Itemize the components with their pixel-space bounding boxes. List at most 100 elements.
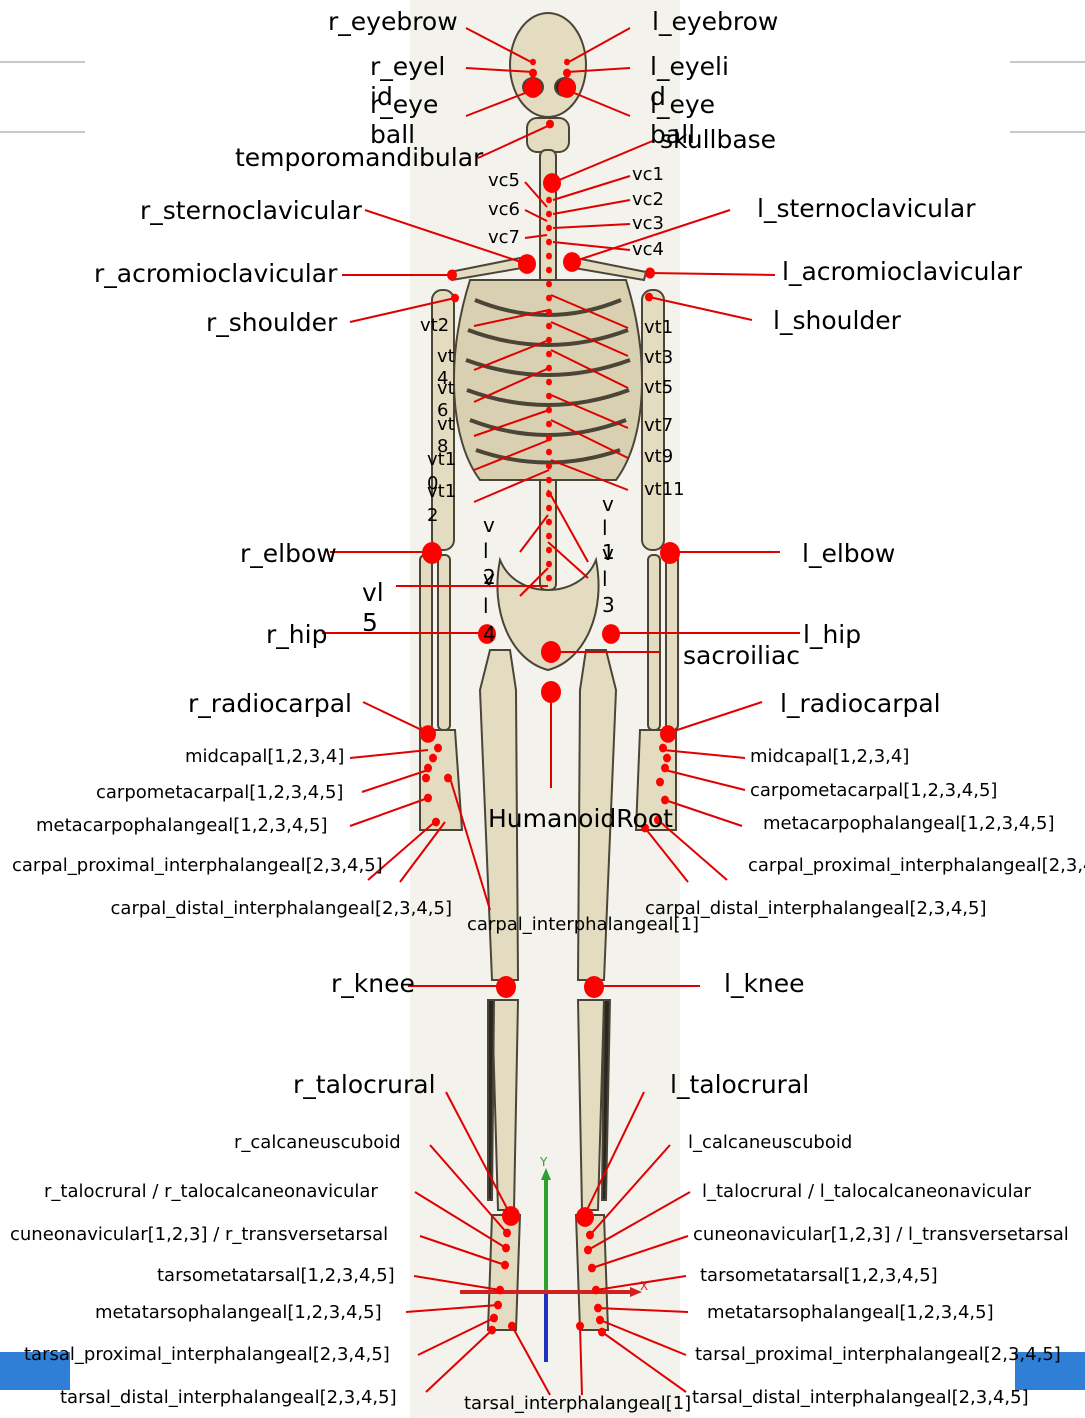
- label-l-acromioclavicular: l_acromioclavicular: [782, 258, 1022, 287]
- label-l-shoulder: l_shoulder: [773, 307, 901, 336]
- label-sacroiliac: sacroiliac: [683, 642, 800, 671]
- r-eyebrow-dot: [530, 59, 536, 66]
- hand-joint-dot: [659, 744, 667, 753]
- hand-joint-dot: [434, 744, 442, 753]
- label-r-calcaneuscuboid: r_calcaneuscuboid: [234, 1133, 401, 1154]
- label-vt11: vt11: [644, 480, 685, 501]
- label-vt7: vt7: [644, 416, 673, 437]
- spine-dot: [546, 477, 552, 484]
- label-vl3: vl3: [602, 540, 616, 618]
- label-vc6: vc6: [488, 200, 520, 221]
- l-radiocarpal-dot: [660, 725, 676, 743]
- spine-dot: [546, 365, 552, 372]
- label-l-tarsal-distal-interphalangeal: tarsal_distal_interphalangeal[2,3,4,5]: [692, 1388, 1029, 1409]
- foot-joint-dot: [592, 1286, 600, 1295]
- spine-dot: [546, 197, 552, 204]
- foot-joint-dot: [584, 1246, 592, 1255]
- foot-joint-dot: [502, 1244, 510, 1253]
- hand-joint-dot: [661, 764, 669, 773]
- humanoid-root-dot: [541, 681, 561, 703]
- label-l-radiocarpal: l_radiocarpal: [780, 690, 941, 719]
- label-vc1: vc1: [632, 165, 664, 186]
- l-knee-dot: [584, 976, 604, 998]
- spine-dot: [546, 323, 552, 330]
- spine-dot: [546, 309, 552, 316]
- label-r-shoulder: r_shoulder: [206, 309, 337, 338]
- label-r-metatarsophalangeal: metatarsophalangeal[1,2,3,4,5]: [95, 1303, 382, 1324]
- l-eyelid-dot: [563, 69, 571, 78]
- spine-dot: [546, 449, 552, 456]
- label-l-knee: l_knee: [724, 970, 805, 999]
- label-skullbase: skullbase: [660, 126, 776, 155]
- label-l-metacarpophalangeal: metacarpophalangeal[1,2,3,4,5]: [763, 814, 1055, 835]
- sacroiliac-dot: [541, 641, 561, 663]
- spine-dot: [546, 505, 552, 512]
- label-l-eyebrow: l_eyebrow: [652, 8, 778, 37]
- r-knee-dot: [496, 976, 516, 998]
- spine-dot: [546, 421, 552, 428]
- foot-joint-dot: [501, 1261, 509, 1270]
- temporomandibular-dot: [546, 120, 554, 129]
- spine-dot: [546, 561, 552, 568]
- skull: [510, 13, 586, 117]
- label-r-sternoclavicular: r_sternoclavicular: [140, 197, 362, 226]
- r-acromioclavicular-dot: [447, 270, 457, 281]
- label-r-metacarpophalangeal: metacarpophalangeal[1,2,3,4,5]: [36, 816, 328, 837]
- foot-joint-dot: [594, 1304, 602, 1313]
- foot-joint-dot: [494, 1301, 502, 1310]
- r-sternoclavicular-dot: [518, 254, 536, 274]
- label-r-knee: r_knee: [331, 970, 415, 999]
- l-hip-dot: [602, 624, 620, 644]
- label-l-hip: l_hip: [803, 621, 861, 650]
- label-vt9: vt9: [644, 447, 673, 468]
- hand-joint-dot: [656, 778, 664, 787]
- label-r-talocalcaneonavicular: r_talocrural / r_talocalcaneonavicular: [44, 1182, 378, 1203]
- spine-dot: [546, 533, 552, 540]
- spine-dot: [546, 267, 552, 274]
- label-r-eyebrow: r_eyebrow: [328, 8, 458, 37]
- r-radiocarpal-dot: [420, 725, 436, 743]
- label-tarsal-interphalangeal: tarsal_interphalangeal[1]: [464, 1394, 691, 1415]
- leader-l-radiocarpal: [668, 702, 762, 733]
- foot-joint-dot: [490, 1314, 498, 1323]
- hand-joint-dot: [424, 764, 432, 773]
- label-vt12: vt12: [427, 480, 457, 528]
- skullbase-dot: [543, 173, 561, 193]
- label-r-midcarpal: midcapal[1,2,3,4]: [185, 747, 344, 768]
- foot-joint-dot: [508, 1322, 516, 1331]
- label-l-tarsal-proximal-interphalangeal: tarsal_proximal_interphalangeal[2,3,4,5]: [695, 1345, 1061, 1366]
- l-eyeball-dot: [558, 78, 576, 98]
- spine-dot: [546, 337, 552, 344]
- label-r-carpal-proximal-interphalangeal: carpal_proximal_interphalangeal[2,3,4,5]: [12, 854, 352, 878]
- spine-dot: [546, 491, 552, 498]
- foot-joint-dot: [576, 1322, 584, 1331]
- r-elbow-dot: [422, 542, 442, 564]
- spine-dot: [546, 253, 552, 260]
- label-r-carpometacarpal: carpometacarpal[1,2,3,4,5]: [96, 783, 343, 804]
- spine-dot: [546, 295, 552, 302]
- l-acromioclavicular-dot: [645, 268, 655, 279]
- label-vc4: vc4: [632, 240, 664, 261]
- axis-y-label: Y: [539, 1155, 548, 1169]
- spine-dot: [546, 211, 552, 218]
- foot-joint-dot: [488, 1326, 496, 1335]
- label-vc3: vc3: [632, 214, 664, 235]
- l-eyebrow-dot: [564, 59, 570, 66]
- label-vt5: vt5: [644, 378, 673, 399]
- spine-dot: [546, 281, 552, 288]
- label-l-elbow: l_elbow: [802, 540, 895, 569]
- hand-joint-dot: [429, 754, 437, 763]
- spine-dot: [546, 547, 552, 554]
- hand-joint-dot: [444, 774, 452, 783]
- hand-joint-dot: [432, 818, 440, 827]
- label-r-transversetarsal: cuneonavicular[1,2,3] / r_transversetars…: [10, 1225, 388, 1246]
- foot-joint-dot: [588, 1264, 596, 1273]
- label-vl5: vl5: [362, 578, 392, 638]
- label-l-tarsometatarsal: tarsometatarsal[1,2,3,4,5]: [700, 1266, 938, 1287]
- foot-joint-dot: [496, 1286, 504, 1295]
- label-r-tarsometatarsal: tarsometatarsal[1,2,3,4,5]: [157, 1266, 395, 1287]
- spine-dot: [546, 225, 552, 232]
- label-r-talocrural: r_talocrural: [293, 1071, 436, 1100]
- r-shoulder-dot: [451, 294, 459, 303]
- l-talocrural-dot: [576, 1207, 594, 1227]
